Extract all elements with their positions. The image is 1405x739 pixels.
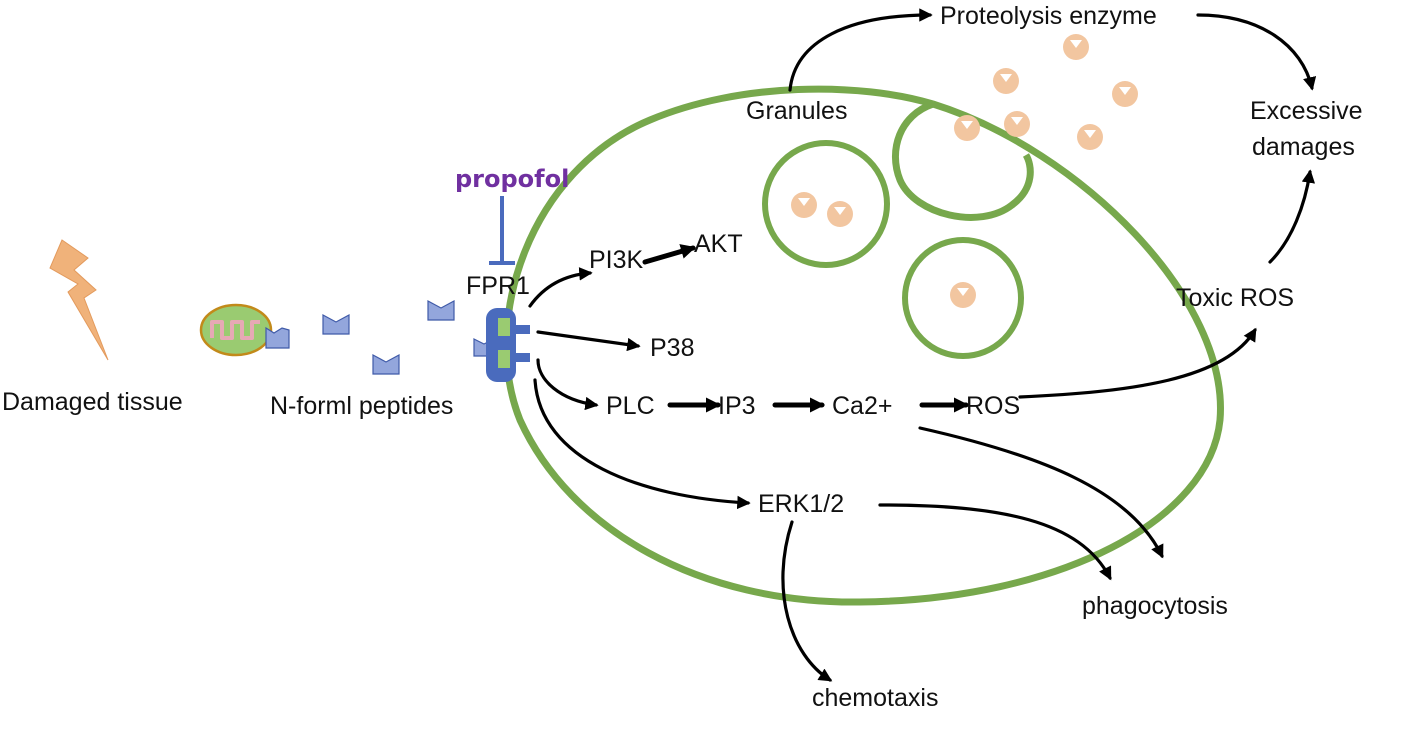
- label-granules: Granules: [746, 97, 847, 125]
- label-toxic-ros: Toxic ROS: [1176, 284, 1294, 312]
- label-pi3k: PI3K: [589, 246, 644, 274]
- fpr1-receptor-icon: [486, 308, 530, 382]
- cell-membrane: [503, 85, 1224, 606]
- label-excessive-damages-line1: Excessive: [1250, 97, 1363, 125]
- granule-vesicle-2: [902, 237, 1024, 359]
- peptide-chevron-icon: [265, 299, 495, 375]
- lightning-bolt-icon: [49, 239, 109, 361]
- label-n-formyl-peptides: N-forml peptides: [270, 392, 453, 420]
- exocytosis-granule: [891, 100, 1034, 221]
- label-ros: ROS: [966, 392, 1020, 420]
- label-propofol: propofol: [455, 165, 569, 193]
- mitochondrion-icon: [199, 303, 273, 357]
- label-p38: P38: [650, 334, 694, 362]
- enzyme-granule-icon: [791, 34, 1138, 308]
- pathway-arrows: [528, 8, 1317, 682]
- label-plc: PLC: [606, 392, 655, 420]
- label-akt: AKT: [694, 230, 743, 258]
- label-chemotaxis: chemotaxis: [812, 684, 938, 712]
- label-ca2: Ca2+: [832, 392, 892, 420]
- label-ip3: IP3: [718, 392, 756, 420]
- label-damaged-tissue: Damaged tissue: [2, 388, 183, 416]
- label-phagocytosis: phagocytosis: [1082, 592, 1228, 620]
- propofol-inhibition: [489, 196, 515, 265]
- granule-vesicle-1: [762, 140, 890, 268]
- label-erk: ERK1/2: [758, 490, 844, 518]
- label-proteolysis-enzyme: Proteolysis enzyme: [940, 2, 1157, 30]
- label-excessive-damages-line2: damages: [1252, 133, 1355, 161]
- label-fpr1: FPR1: [466, 272, 530, 300]
